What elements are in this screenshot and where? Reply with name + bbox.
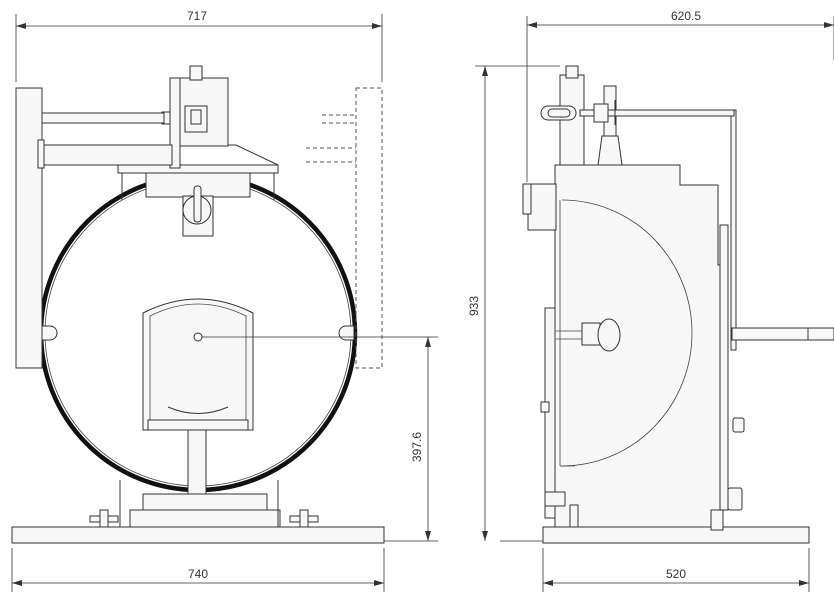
front-left-lug bbox=[41, 325, 58, 341]
front-door bbox=[142, 298, 254, 431]
front-left-plate bbox=[15, 87, 43, 369]
side-knob bbox=[597, 318, 621, 352]
front-base-plate bbox=[11, 526, 385, 544]
dim-label-740: 740 bbox=[188, 567, 208, 581]
dim-label-397-6: 397.6 bbox=[410, 432, 424, 462]
front-base-step bbox=[142, 493, 268, 511]
dim-label-933: 933 bbox=[467, 296, 481, 316]
side-view bbox=[522, 65, 834, 544]
dim-label-717: 717 bbox=[187, 9, 207, 23]
side-base-plate bbox=[542, 526, 810, 544]
dim-label-620-5: 620.5 bbox=[671, 9, 701, 23]
dimension-lines bbox=[11, 14, 834, 592]
front-base-block bbox=[129, 509, 281, 528]
front-view bbox=[11, 65, 385, 544]
front-right-lug bbox=[338, 325, 355, 341]
side-drum-arc bbox=[561, 199, 693, 467]
front-foot-bolts bbox=[89, 509, 319, 528]
dim-label-520: 520 bbox=[666, 567, 686, 581]
front-dashed-plate bbox=[306, 87, 383, 369]
side-body bbox=[554, 164, 723, 528]
